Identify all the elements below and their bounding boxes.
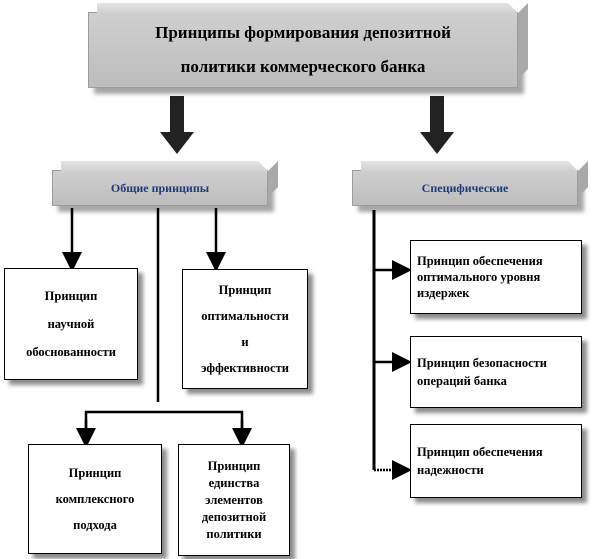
principle-optimality-line: оптимальности (201, 309, 289, 323)
principle-scientific-line: Принцип (44, 289, 98, 303)
principle-reliability-line: надежности (417, 463, 484, 477)
principle-complex-line: комплексного (55, 492, 135, 506)
principle-safety: Принцип безопасности операций банка (410, 336, 582, 408)
principle-reliability-line: Принцип обеспечения (417, 445, 543, 459)
category-general: Общие принципы (52, 170, 268, 206)
principle-optimality-line: и (241, 335, 249, 349)
principle-unity: Принцип единства элементов депозитной по… (178, 444, 290, 556)
principle-costs: Принцип обеспечения оптимального уровня … (410, 240, 582, 314)
title-line-2: политики коммерческого банка (180, 57, 426, 76)
principle-unity-line: элементов (205, 492, 263, 507)
principle-reliability: Принцип обеспечения надежности (410, 424, 582, 498)
big-arrow-left (160, 96, 194, 154)
principle-scientific: Принцип научной обоснованности (4, 268, 138, 380)
principle-unity-line: политики (206, 526, 262, 541)
principle-optimality-line: эффективности (201, 361, 289, 375)
category-specific-label: Специфические (421, 180, 509, 195)
principle-unity-line: депозитной (201, 509, 267, 524)
principle-costs-line: издержек (417, 286, 470, 300)
principle-scientific-line: научной (47, 317, 95, 331)
big-arrow-right (420, 96, 454, 154)
title-line-1: Принципы формирования депозитной (155, 23, 451, 42)
principle-complex-line: Принцип (68, 466, 122, 480)
principle-unity-line: единства (208, 475, 260, 490)
principle-optimality-line: Принцип (218, 283, 272, 297)
principle-costs-line: оптимального уровня (417, 270, 541, 284)
line-branch-bottom (84, 410, 244, 438)
title-box: Принципы формирования депозитной политик… (88, 12, 518, 88)
principle-complex: Принцип комплексного подхода (28, 444, 162, 554)
principle-optimality: Принцип оптимальности и эффективности (182, 269, 308, 389)
principle-complex-line: подхода (73, 518, 117, 532)
principle-safety-line: операций банка (417, 374, 507, 388)
principle-costs-line: Принцип обеспечения (417, 254, 543, 268)
category-general-label: Общие принципы (110, 180, 210, 195)
principle-unity-line: Принцип (207, 458, 261, 473)
principle-scientific-line: обоснованности (26, 345, 116, 359)
category-specific: Специфические (352, 170, 578, 206)
principle-safety-line: Принцип безопасности (417, 356, 547, 370)
